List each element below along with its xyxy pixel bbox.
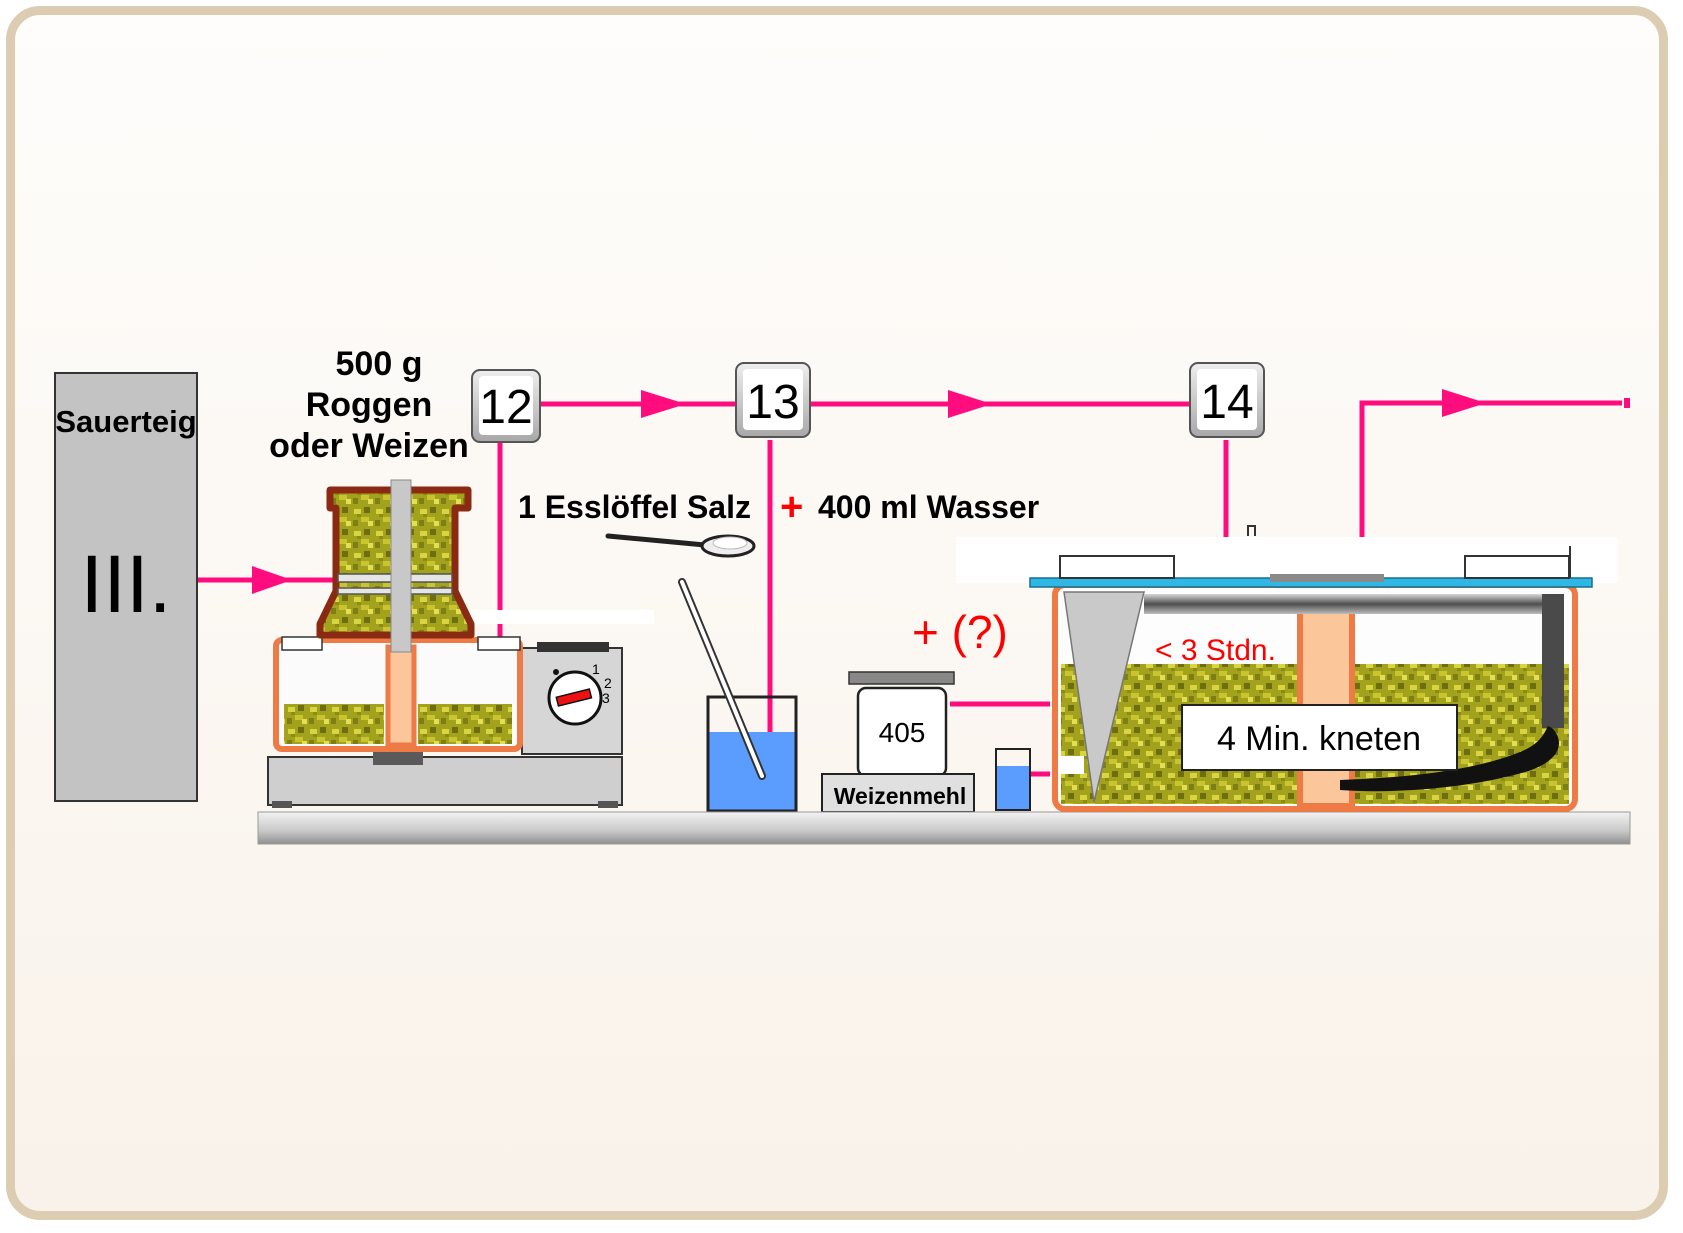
flow-line-end-dot — [1624, 398, 1630, 408]
sourdough-label: Sauerteig — [55, 404, 196, 439]
mill-container-tab — [477, 636, 521, 651]
sourdough-numeral: III. — [80, 539, 171, 630]
lid-clip — [1059, 555, 1175, 579]
knead-label: 4 Min. kneten — [1217, 720, 1421, 758]
mill-container-dough — [418, 704, 512, 744]
grain-label: 500 g Roggen oder Weizen — [269, 345, 469, 465]
flour-scale: 405 Weizenmehl — [821, 671, 975, 813]
knead-label-box: 4 Min. kneten — [1181, 704, 1458, 771]
mill-container-dough — [284, 704, 384, 744]
lid-center-plate — [1270, 574, 1384, 582]
rest-time-label: < 3 Stdn. — [1155, 634, 1276, 667]
step-badge-13: 13 — [735, 362, 811, 438]
mill-dial-pointer — [555, 688, 593, 707]
arrow-right-icon — [641, 390, 686, 418]
mill-container-tab — [281, 636, 323, 651]
mill-foot-pad — [373, 751, 423, 765]
shelf — [257, 811, 1631, 845]
arrow-right-icon — [252, 566, 292, 594]
step-number-12: 12 — [479, 381, 532, 434]
grain-mill: 1 2 3 — [267, 479, 654, 808]
mill-container-post — [385, 644, 417, 748]
drive-bar-right — [1352, 594, 1548, 614]
flour-optional: + (?) — [912, 606, 1008, 658]
water-label: 400 ml Wasser — [818, 489, 1039, 525]
small-water-cup — [995, 748, 1031, 811]
sourdough-box: Sauerteig III. — [54, 372, 198, 802]
salt-label: 1 Esslöffel Salz — [518, 489, 751, 525]
grain-type-rye: Roggen — [306, 386, 433, 424]
mill-base — [267, 756, 623, 806]
mill-control-top — [537, 642, 609, 652]
scale-plate — [848, 671, 955, 685]
dial-setting-1: 1 — [592, 661, 600, 677]
lid-clip — [1464, 555, 1570, 579]
mill-shaft — [390, 479, 412, 653]
grain-type-wheat: oder Weizen — [269, 427, 469, 465]
step-badge-14: 14 — [1189, 362, 1265, 438]
step-badge-12: 12 — [471, 369, 541, 443]
step-number-14: 14 — [1200, 376, 1253, 429]
water-beaker — [678, 578, 798, 813]
step-number-13: 13 — [746, 376, 799, 429]
salt-pile-icon — [712, 536, 748, 550]
plus-sign: + — [780, 485, 803, 529]
dial-setting-3: 3 — [602, 690, 610, 706]
arrow-right-icon — [948, 390, 992, 418]
kneading-hook-arm — [1542, 594, 1564, 728]
arrow-right-icon — [1442, 389, 1486, 417]
mill-base-foot — [598, 801, 618, 808]
flour-type-number: 405 — [879, 717, 926, 748]
flow-arrows — [252, 389, 1486, 594]
mill-base-foot — [272, 801, 292, 808]
scraper-blade — [1063, 591, 1145, 803]
dial-setting-2: 2 — [604, 675, 612, 691]
beaker-outline — [706, 695, 798, 813]
grain-amount: 500 g — [336, 345, 423, 383]
flour-label: Weizenmehl — [834, 783, 967, 809]
salt-spoon — [605, 533, 756, 558]
kneading-hook-icon — [1340, 726, 1560, 792]
bowl-edge-marker — [1058, 756, 1084, 774]
flow-line-exit — [1359, 400, 1622, 583]
sensor-marker — [1247, 525, 1256, 536]
